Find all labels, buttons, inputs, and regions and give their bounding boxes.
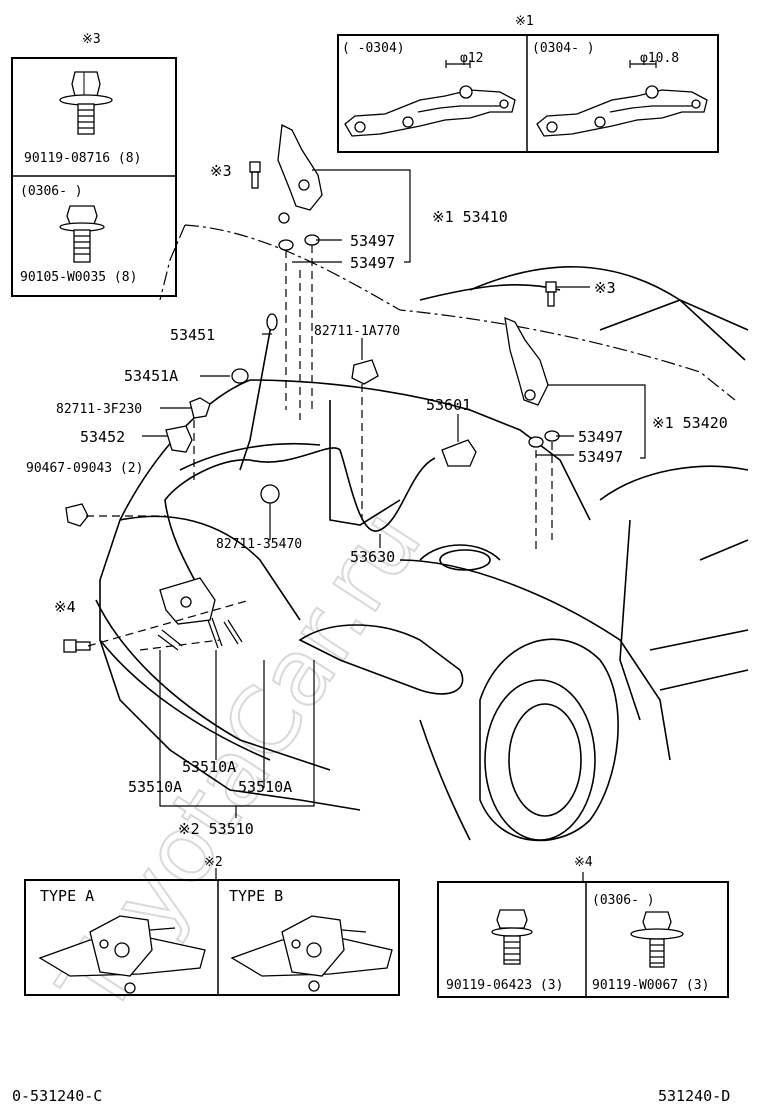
bolt-icon (249, 161, 261, 189)
note-3-label: ※3 (82, 32, 101, 47)
vehicle-outline (95, 224, 749, 842)
hinge-bracket-icon (536, 60, 708, 137)
lock-type-a: TYPE A (40, 887, 94, 905)
label-hinge-right-cushion-2: 53497 (578, 448, 623, 466)
hinge-left-dim: φ12 (460, 51, 483, 66)
inset-lock-types: ※2 TYPE A TYPE B (24, 855, 400, 996)
label-lock-53510a-left: 53510A (128, 778, 182, 796)
label-hinge-right-set: ※1 53420 (652, 414, 728, 432)
label-bolt3-right: ※3 (594, 279, 616, 297)
label-clip-90467: 90467-09043 (2) (26, 461, 143, 476)
hinge-right-dim: φ10.8 (640, 51, 679, 66)
label-lock-assy: ※2 53510 (178, 820, 254, 838)
inset-bolt4-frame (437, 881, 729, 998)
label-bolt3-top: ※3 (210, 162, 232, 180)
label-cable-53630: 53630 (350, 548, 395, 566)
inset-lock-frame (24, 879, 400, 996)
inset-bolt3-frame (11, 57, 177, 297)
note-1-label: ※1 (515, 14, 534, 29)
bolt3-range-b: (0306- ) (20, 184, 83, 199)
hood-hinge-left (277, 124, 323, 251)
hood-lock (157, 577, 243, 651)
footer-right-code: 531240-D (658, 1087, 730, 1105)
inset-bolt3: ※3 90119-08716 (8) (0306- ) 90105-W0035 … (11, 32, 177, 297)
label-support-holder: 53451A (124, 367, 178, 385)
label-clamp-35470: 82711-35470 (216, 537, 302, 552)
note-4-label: ※4 (574, 855, 593, 870)
bolt4-part-a: 90119-06423 (3) (446, 978, 563, 993)
leader-lines (86, 169, 646, 882)
bolt-icon (545, 281, 557, 307)
release-cable (164, 447, 436, 601)
hinge-bracket-icon (344, 60, 516, 137)
rod-holder-icon (165, 425, 193, 453)
clip-icon (65, 503, 89, 527)
part-labels: ※3 ※1 53410 53497 53497 ※3 53451 82711-1… (26, 162, 728, 838)
bolt4-range-b: (0306- ) (592, 893, 655, 908)
inset-bolt4: ※4 90119-06423 (3) (0306- ) 90119-W0067 … (437, 855, 729, 998)
label-hinge-left-cushion-1: 53497 (350, 232, 395, 250)
lock-type-b-icon (230, 915, 393, 992)
label-lock-53510a-right: 53510A (238, 778, 292, 796)
bolt3-part-b: 90105-W0035 (8) (20, 270, 137, 285)
clamp-icon (351, 359, 379, 385)
inset-hinge-frame (337, 34, 719, 153)
hinge-right-range: (0304- ) (532, 41, 595, 56)
flange-bolt-icon (491, 909, 533, 965)
label-hinge-right-cushion-1: 53497 (578, 428, 623, 446)
label-lever-53601: 53601 (426, 396, 471, 414)
bolt-icon (63, 639, 91, 653)
label-support-rod: 53451 (170, 326, 215, 344)
inset-hinge: ※1 ( -0304) φ12 (0304- ) φ10.8 (337, 14, 719, 153)
flange-bolt-icon (59, 205, 105, 263)
release-lever (441, 439, 477, 467)
label-rod-holder: 53452 (80, 428, 125, 446)
flange-bolt-icon (59, 71, 113, 135)
bolt3-part-a: 90119-08716 (8) (24, 151, 141, 166)
footer-left-code: 0-531240-C (12, 1087, 102, 1105)
note-2-label: ※2 (204, 855, 223, 870)
clamp-icon (189, 397, 211, 419)
clamp-icon (260, 484, 280, 504)
label-clamp-1a770: 82711-1A770 (314, 324, 400, 339)
label-bolt4: ※4 (54, 598, 76, 616)
label-hinge-left-set: ※1 53410 (432, 208, 508, 226)
lock-type-b: TYPE B (229, 887, 283, 905)
bolt4-part-b: 90119-W0067 (3) (592, 978, 709, 993)
flange-bolt-icon (630, 911, 684, 968)
lock-type-a-icon (38, 915, 206, 994)
label-hinge-left-cushion-2: 53497 (350, 254, 395, 272)
hood-hinge-right (504, 316, 560, 448)
label-clamp-3f230: 82711-3F230 (56, 402, 142, 417)
hinge-left-range: ( -0304) (342, 41, 405, 56)
label-lock-53510a-center: 53510A (182, 758, 236, 776)
